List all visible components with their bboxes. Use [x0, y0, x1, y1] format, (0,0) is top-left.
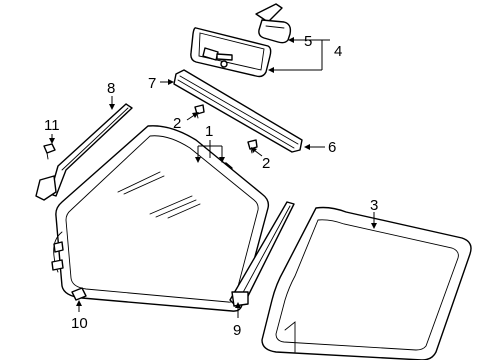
clip-upper [194, 104, 205, 119]
callout-9: 9 [233, 322, 241, 339]
weatherstrip [261, 206, 472, 360]
callout-8: 8 [107, 80, 115, 97]
callout-2-upper: 2 [173, 115, 181, 132]
bolt [43, 143, 56, 160]
callout-11: 11 [44, 117, 60, 134]
callout-4: 4 [334, 43, 342, 60]
side-molding-left [35, 103, 133, 201]
nut [71, 287, 87, 301]
leaders [49, 37, 377, 318]
rear-view-mirror [190, 27, 272, 78]
callout-labels: 1 2 2 3 4 5 6 7 8 9 10 11 [44, 33, 378, 339]
upper-molding [173, 69, 303, 153]
side-molding-right [229, 201, 295, 307]
callout-10: 10 [71, 315, 88, 332]
callout-2-lower: 2 [262, 155, 270, 172]
callout-7: 7 [148, 75, 156, 92]
callout-6: 6 [328, 139, 336, 156]
wire-harness [51, 231, 64, 273]
callout-1: 1 [205, 123, 213, 140]
callout-3: 3 [370, 197, 378, 214]
clip-lower [247, 139, 258, 154]
windshield-glass [55, 125, 270, 312]
mirror-cover [255, 3, 292, 44]
callout-5: 5 [304, 33, 312, 50]
